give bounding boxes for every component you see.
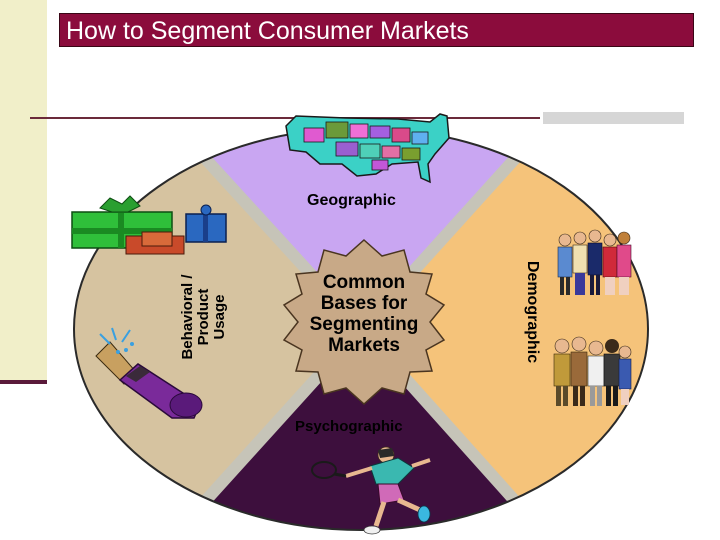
psychographic-label: Psychographic (295, 418, 403, 435)
left-decor-rule (0, 380, 47, 384)
behavioral-label-line: Usage (211, 294, 228, 340)
center-label-line: Bases for (320, 293, 408, 314)
geographic-segment (170, 128, 550, 329)
center-label-line: Common (322, 272, 406, 293)
center-label-line: Markets (328, 335, 400, 356)
header-rule (30, 117, 540, 119)
behavioral-label: Behavioral / Product Usage (179, 274, 228, 360)
slide-title: How to Segment Consumer Markets (66, 17, 469, 45)
title-bar: How to Segment Consumer Markets (59, 13, 694, 47)
behavioral-label-line: Product (195, 288, 212, 346)
center-starburst (282, 238, 446, 406)
gift-boxes-icon (71, 195, 227, 255)
geographic-label: Geographic (307, 192, 396, 209)
champagne-bottle-icon (95, 327, 203, 419)
business-people-icon (553, 336, 632, 406)
business-people-icon (557, 229, 632, 295)
header-rule-box (543, 112, 684, 124)
center-label: Common Bases for Segmenting Markets (279, 272, 449, 356)
left-decor-band (0, 0, 47, 383)
us-map-icon (285, 113, 450, 184)
center-label-line: Segmenting (309, 314, 419, 335)
tennis-player-icon (311, 446, 431, 535)
psychographic-segment (170, 329, 550, 530)
demographic-label: Demographic (524, 260, 541, 364)
behavioral-label-line: Behavioral / (179, 274, 196, 360)
